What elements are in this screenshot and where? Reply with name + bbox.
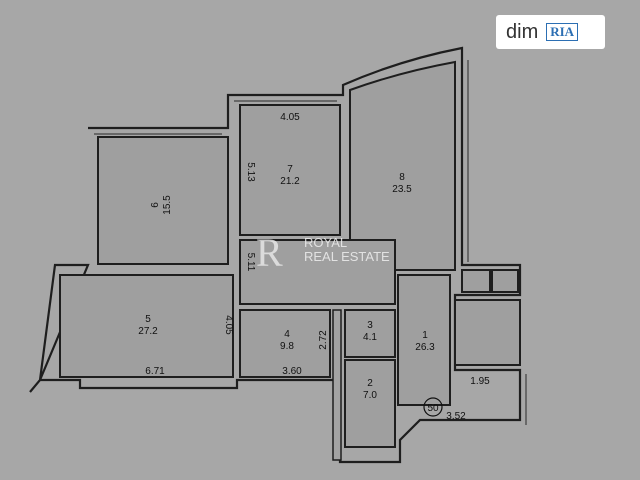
- svg-text:6: 6: [150, 202, 161, 208]
- closet-b: [491, 269, 519, 293]
- svg-text:4: 4: [284, 329, 290, 340]
- svg-text:1: 1: [422, 330, 428, 341]
- room-label-4: 49.8: [280, 329, 294, 352]
- dim-side-4: 2.72: [318, 330, 329, 350]
- dim-bottom-4: 3.60: [282, 366, 302, 377]
- dim-corridor: 5.11: [245, 253, 256, 272]
- svg-text:5: 5: [145, 314, 151, 325]
- watermark-line2: REAL ESTATE: [304, 249, 390, 264]
- dim-side-7: 5.13: [245, 162, 256, 182]
- room-label-2: 27.0: [363, 378, 377, 401]
- room-7: [239, 104, 341, 236]
- room-3: [344, 309, 396, 358]
- watermark-monogram: R: [256, 230, 283, 275]
- svg-text:9.8: 9.8: [280, 341, 294, 352]
- dim-bottom-5: 6.71: [145, 366, 165, 377]
- svg-text:21.2: 21.2: [280, 176, 300, 187]
- svg-text:7.0: 7.0: [363, 390, 377, 401]
- room-5: [59, 274, 234, 378]
- watermark: R ROYAL REAL ESTATE: [256, 230, 390, 275]
- shaft: [332, 309, 342, 461]
- room-label-5: 527.2: [138, 314, 158, 337]
- corridor: [239, 239, 396, 305]
- dim-top-7: 4.05: [280, 112, 300, 123]
- dim-bottom-1: 3.52: [446, 411, 466, 422]
- svg-text:3: 3: [367, 320, 373, 331]
- room-label-1: 126.3: [415, 330, 435, 353]
- dim-side-5: 4.05: [223, 315, 234, 335]
- closet-a: [461, 269, 491, 293]
- room-1: [397, 274, 451, 406]
- room-label-3: 34.1: [363, 320, 377, 343]
- svg-text:23.5: 23.5: [392, 184, 412, 195]
- watermark-line1: ROYAL: [304, 235, 347, 250]
- svg-text:7: 7: [287, 164, 293, 175]
- room-6: [97, 136, 229, 265]
- room-2: [344, 359, 396, 448]
- svg-text:8: 8: [399, 172, 405, 183]
- dim-ria-logo[interactable]: dim RIA: [496, 15, 605, 49]
- marker-circle: [423, 397, 443, 417]
- marker-label: 50: [427, 403, 439, 414]
- logo-dim-text: dim: [506, 20, 539, 43]
- svg-text:2: 2: [367, 378, 373, 389]
- svg-text:27.2: 27.2: [138, 326, 158, 337]
- room-4: [239, 309, 331, 378]
- room-8: [349, 60, 456, 271]
- svg-text:26.3: 26.3: [415, 342, 435, 353]
- balcony: [454, 299, 521, 366]
- svg-text:15.5: 15.5: [162, 195, 173, 215]
- outer-wall-inner: [94, 60, 527, 425]
- logo-ria-text: RIA: [546, 23, 579, 41]
- svg-text:4.1: 4.1: [363, 332, 377, 343]
- room-label-7: 721.2: [280, 164, 300, 187]
- dim-balcony: 1.95: [470, 376, 490, 387]
- room-label-8: 823.5: [392, 172, 412, 195]
